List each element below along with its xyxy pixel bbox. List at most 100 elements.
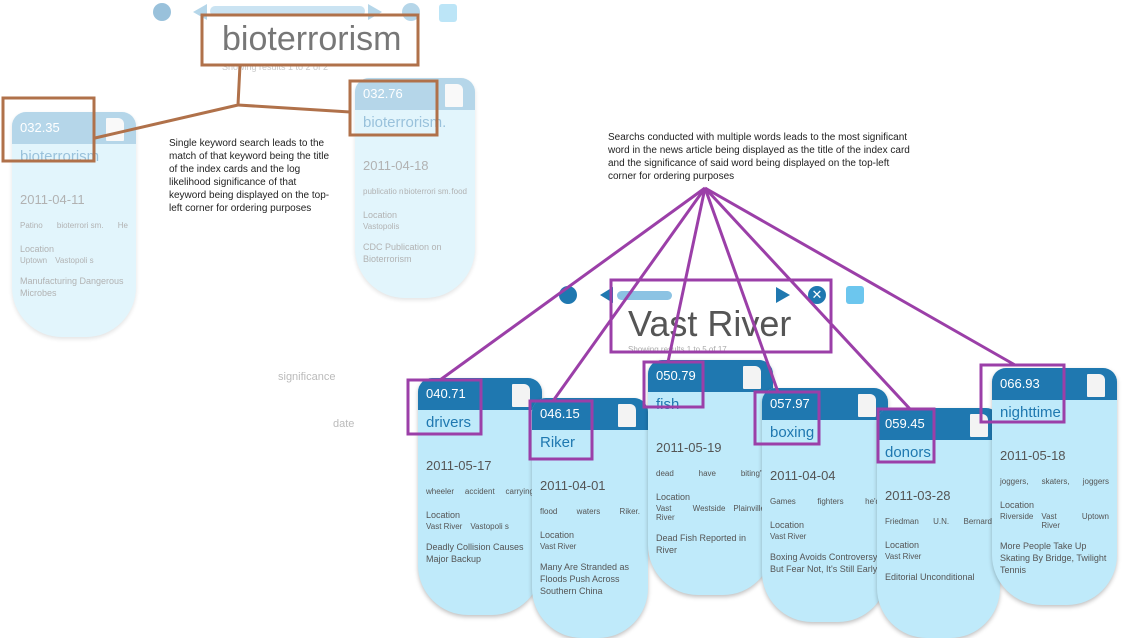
location: Uptown [20,256,48,265]
location: Vastopoli s [470,522,509,531]
highlight-box [406,378,483,436]
card-headline: Manufacturing Dangerous Microbes [20,276,124,298]
key-word: flood [540,507,558,516]
connector-line [439,186,706,382]
location: Westside [692,504,726,513]
location: Vast River [656,504,675,522]
connector-line [237,103,351,114]
card-date: 2011-04-01 [540,478,606,493]
highlight-box [753,390,821,446]
results-count: Showing results 1 to 5 of 17 [628,345,727,354]
key-word: biting". [740,469,765,478]
key-word: Games [770,497,796,506]
twitter-icon[interactable] [846,286,864,304]
document-icon[interactable] [1087,374,1105,397]
locations: Vast River Westside Plainville [648,502,773,522]
highlight-box [1,96,96,163]
card-keyword: Riker [540,434,576,451]
location-label: Location [540,530,575,540]
location-label: Location [1000,500,1035,510]
card-date: 2011-05-18 [1000,448,1066,463]
highlight-box [528,399,594,461]
location-label: Location [363,210,398,220]
document-icon[interactable] [743,366,761,389]
location-label: Location [656,492,691,502]
key-word: waters [576,507,601,516]
card-keyword: boxing [770,424,815,441]
document-icon[interactable] [618,404,636,427]
key-word: dead [656,469,674,478]
axis-label-significance: significance [278,371,336,383]
document-icon[interactable] [445,84,463,107]
key-word: Patino [20,221,43,230]
location: Vast River [885,552,922,561]
slider[interactable] [617,291,672,300]
location: Riverside [1000,512,1034,521]
significance-score: 032.76 [355,78,475,110]
location: Plainville [733,504,765,513]
location-label: Location [20,244,55,254]
location: Vast River [540,542,577,551]
index-card[interactable]: 032.76 bioterrorism. 2011-04-18 publicat… [355,78,475,298]
connector-line [666,187,707,363]
location-label: Location [770,520,805,530]
key-word: Bernard [963,517,992,526]
card-keyword: donors [885,444,931,461]
key-word: U.N. [933,517,950,526]
highlight-box [609,278,833,354]
index-card[interactable]: 066.93 nighttime 2011-05-18 joggers,skat… [992,368,1117,605]
twitter-icon[interactable] [439,4,457,22]
key-word: fighters [817,497,844,506]
locations: Vast River [877,550,1000,561]
zoom-out-icon[interactable] [153,3,171,21]
key-word: joggers [1082,477,1109,486]
slider[interactable] [210,6,365,16]
multi-highlights [406,186,1066,464]
key-word: bioterrori sm. [56,221,104,230]
card-keyword: nighttime [1000,404,1061,421]
document-icon[interactable] [858,394,876,417]
key-words: dead have biting". [648,469,773,478]
card-keyword: drivers [426,414,472,431]
connector-line [551,187,707,402]
connector-line [94,64,242,140]
close-icon[interactable]: ✕ [808,286,826,304]
location: Vast River [1041,512,1061,530]
search-title: Vast River [628,303,792,344]
key-word: carrying [505,487,534,496]
key-word: skaters, [1041,477,1070,486]
document-icon[interactable] [970,414,988,437]
key-word: bioterrori sm. [404,187,451,196]
next-arrow-icon[interactable] [776,287,790,303]
highlight-box [642,360,705,409]
key-word: have [698,469,716,478]
single-keyword-note: Single keyword search leads to the match… [169,138,330,214]
card-headline: Editorial Unconditional [885,572,975,582]
highlight-box [200,13,420,67]
card-date: 2011-03-28 [885,488,951,503]
key-word: joggers, [1000,477,1029,486]
location-label: Location [885,540,920,550]
card-date: 2011-04-18 [363,158,429,173]
locations: Vast River [532,540,648,551]
card-headline: Boxing Avoids Controversy But Fear Not, … [770,552,878,574]
document-icon[interactable] [512,384,530,407]
key-word: he'd [865,497,880,506]
connector-line [703,187,780,393]
card-keyword: bioterrorism. [363,114,447,131]
location: Vast River [770,532,807,541]
location: Vastopolis [363,222,400,231]
card-headline: Dead Fish Reported in River [656,533,747,555]
